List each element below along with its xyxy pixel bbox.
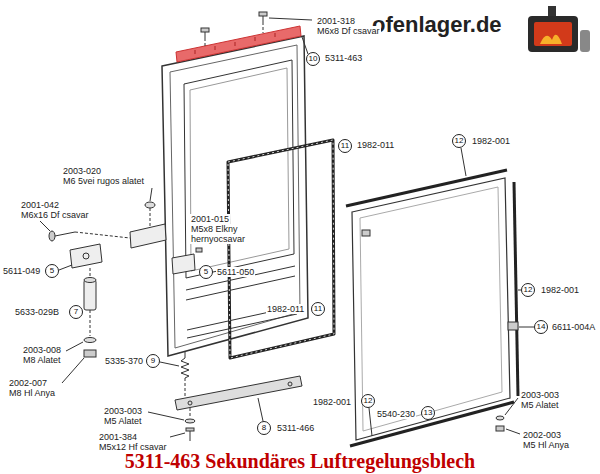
part-label: M8 Hl Anya	[8, 388, 56, 398]
diagram-title: 5311-463 Sekundäres Luftregelungsblech	[0, 451, 600, 472]
callout-text: 11	[341, 142, 349, 150]
part-label: 2001-042	[20, 200, 60, 210]
callout-number: 10	[306, 52, 320, 66]
part-label: 2003-003	[520, 390, 560, 400]
part-label: M8 Alatet	[22, 355, 62, 365]
callout-text: 13	[424, 409, 433, 417]
part-label: 2003-020	[62, 166, 102, 176]
part-label: M5 Hl Anya	[522, 440, 570, 450]
part-label: 5311-466	[276, 423, 315, 433]
part-label: 5311-463	[324, 53, 363, 63]
part-label: 2002-007	[8, 378, 48, 388]
brand-watermark: ofenlager.de	[372, 12, 502, 38]
part-label: 5611-049	[2, 266, 41, 276]
callout-text: 10	[309, 55, 318, 63]
part-label: 1982-011	[266, 304, 305, 314]
callout-number: 12	[452, 134, 466, 148]
callout-text: 9	[151, 357, 155, 365]
callout-text: 7	[74, 308, 78, 316]
part-label: 5335-370	[104, 356, 144, 366]
part-label: 5611-050	[216, 267, 255, 277]
callout-number: 9	[146, 354, 160, 368]
callout-number: 11	[311, 302, 325, 316]
part-label: M5 Alatet	[520, 400, 560, 410]
part-label: 1982-001	[312, 397, 352, 407]
callout-text: 5	[50, 267, 54, 275]
part-label: hernyocsavar	[190, 234, 246, 244]
callout-text: 5	[204, 268, 208, 276]
callout-text: 11	[314, 305, 322, 313]
part-label: M5x8 Elkny	[190, 224, 239, 234]
part-label: M6 5vei rugos alatet	[62, 176, 145, 186]
part-label: 1982-011	[356, 140, 395, 150]
part-label: 2003-008	[22, 345, 62, 355]
part-label: 1982-001	[471, 136, 511, 146]
callout-text: 12	[524, 286, 533, 294]
part-label: 2001-015	[190, 214, 230, 224]
callout-number: 14	[534, 320, 548, 334]
callout-number: 8	[257, 421, 271, 435]
callout-number: 13	[421, 406, 435, 420]
callout-number: 11	[338, 139, 352, 153]
callout-number: 5	[199, 265, 213, 279]
part-label: M6x8 Df csavar	[316, 26, 381, 36]
part-label: 2002-003	[522, 430, 562, 440]
part-label: 6611-004A	[551, 322, 596, 332]
part-label: 1982-001	[540, 285, 580, 295]
callout-number: 12	[521, 283, 535, 297]
part-label: 2001-318	[316, 16, 356, 26]
part-label: 2003-003	[103, 406, 143, 416]
part-label: 5540-230	[376, 409, 416, 419]
part-label: 2001-384	[98, 432, 138, 442]
callout-text: 12	[455, 137, 464, 145]
callout-number: 7	[69, 305, 83, 319]
callout-text: 8	[262, 424, 266, 432]
part-label: M6x16 Df csavar	[20, 210, 90, 220]
callout-text: 12	[364, 397, 373, 405]
callout-number: 5	[45, 264, 59, 278]
callout-number: 12	[361, 394, 375, 408]
part-label: 5633-029B	[14, 307, 60, 317]
part-label: M5 Alatet	[103, 416, 143, 426]
callout-text: 14	[537, 323, 546, 331]
